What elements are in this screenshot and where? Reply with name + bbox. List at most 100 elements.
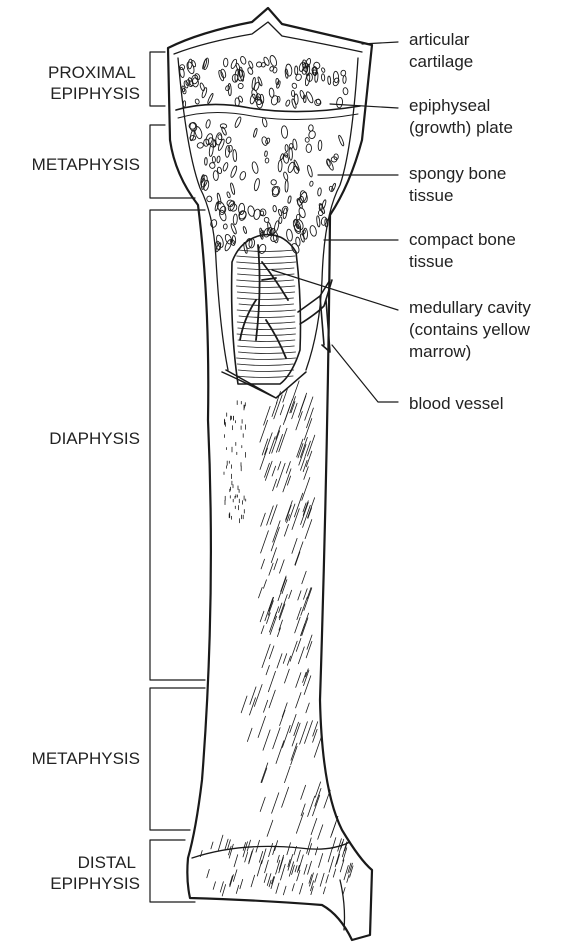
trabecula bbox=[253, 128, 258, 138]
distal-stroke bbox=[315, 874, 318, 883]
trabecula bbox=[217, 156, 221, 163]
bracket-metaphysis-upper bbox=[150, 125, 195, 198]
trabecula bbox=[277, 96, 280, 102]
marrow-stroke bbox=[238, 250, 295, 252]
distal-stroke bbox=[271, 877, 275, 889]
shading-stroke bbox=[285, 669, 290, 683]
shading-stroke bbox=[302, 618, 308, 636]
distal-stroke bbox=[220, 882, 223, 892]
distal-stroke bbox=[222, 885, 225, 897]
trabecula bbox=[321, 199, 326, 209]
distal-stroke bbox=[213, 882, 215, 890]
marrow-stroke bbox=[239, 304, 294, 306]
marrow-stroke bbox=[238, 328, 296, 330]
shading-stroke bbox=[274, 559, 278, 570]
trabecula bbox=[336, 97, 343, 108]
shading-stroke bbox=[284, 524, 288, 536]
trabecula bbox=[206, 196, 212, 203]
shading-stroke bbox=[276, 426, 281, 440]
shading-stroke bbox=[289, 590, 292, 598]
trabecula bbox=[196, 142, 204, 149]
trabecula bbox=[223, 224, 227, 229]
trabecula bbox=[285, 145, 288, 152]
shading-stroke bbox=[298, 647, 304, 664]
trabecula bbox=[222, 162, 229, 172]
shading-stroke bbox=[294, 493, 302, 517]
label-metaphysis-lower: METAPHYSIS bbox=[32, 749, 140, 768]
shading-stroke bbox=[296, 693, 301, 708]
trabecula bbox=[262, 117, 268, 127]
distal-stroke bbox=[283, 886, 286, 895]
shading-stroke bbox=[250, 687, 256, 705]
label-epiphyseal-plate: epiphyseal (growth) plate bbox=[409, 96, 513, 137]
blood-vessel-drawing bbox=[298, 280, 332, 352]
trabecula bbox=[194, 126, 204, 140]
distal-stroke bbox=[287, 843, 291, 855]
trabecula bbox=[295, 237, 300, 246]
trabecula bbox=[295, 66, 298, 75]
trabecula bbox=[269, 55, 278, 67]
shading-stroke bbox=[296, 638, 301, 651]
shading-stroke bbox=[263, 730, 270, 750]
distal-stroke bbox=[320, 873, 324, 886]
shading-stroke bbox=[296, 673, 301, 688]
shading-stroke bbox=[273, 728, 280, 749]
trabecula bbox=[291, 83, 297, 90]
shading-stroke bbox=[272, 402, 277, 416]
label-compact-bone-tissue: compact bone tissue bbox=[409, 230, 521, 271]
shading-stroke bbox=[272, 793, 279, 813]
trabecula bbox=[195, 99, 200, 105]
trabecula bbox=[278, 209, 282, 216]
leader-blood-vessel bbox=[332, 345, 398, 402]
shading-stroke bbox=[267, 506, 274, 525]
trabecula bbox=[243, 226, 248, 234]
shading-stroke bbox=[259, 587, 263, 598]
marrow-stroke bbox=[237, 376, 294, 378]
label-blood-vessel: blood vessel bbox=[409, 394, 504, 413]
trabecula bbox=[186, 61, 196, 75]
distal-stroke bbox=[233, 870, 237, 882]
trabecula bbox=[298, 207, 306, 218]
distal-stroke bbox=[262, 849, 267, 864]
shading-stroke bbox=[302, 478, 310, 501]
distal-stroke bbox=[326, 875, 329, 883]
distal-stroke bbox=[277, 855, 279, 862]
shading-stroke bbox=[266, 665, 269, 674]
shading-stroke bbox=[283, 654, 286, 664]
shading-stroke bbox=[282, 725, 290, 747]
label-proximal-epiphysis: PROXIMAL EPIPHYSIS bbox=[48, 63, 140, 103]
trabecula bbox=[273, 205, 277, 212]
shading-stroke bbox=[313, 729, 318, 742]
trabecula bbox=[269, 66, 274, 72]
trabecula bbox=[251, 161, 259, 174]
shading-stroke bbox=[301, 597, 307, 615]
shading-stroke bbox=[297, 607, 301, 619]
trabecula bbox=[230, 165, 238, 178]
trabecula bbox=[247, 205, 255, 217]
distal-stroke bbox=[240, 879, 243, 888]
distal-stroke bbox=[304, 864, 307, 874]
left-labels: PROXIMAL EPIPHYSIS METAPHYSIS DIAPHYSIS … bbox=[32, 63, 140, 893]
label-diaphysis: DIAPHYSIS bbox=[49, 429, 140, 448]
trabecula bbox=[235, 63, 240, 71]
trabecula bbox=[225, 136, 231, 144]
trabecula bbox=[289, 148, 293, 161]
shading-stroke bbox=[314, 738, 321, 758]
distal-stroke bbox=[251, 875, 255, 887]
spongy-bone-texture-metaphysis bbox=[188, 116, 344, 254]
shading-stroke bbox=[270, 505, 277, 525]
shading-stroke bbox=[262, 768, 267, 783]
distal-stroke bbox=[338, 839, 342, 851]
trabecula bbox=[226, 192, 230, 199]
distal-stroke bbox=[328, 847, 332, 862]
trabecula bbox=[305, 58, 312, 68]
shading-stroke bbox=[272, 431, 280, 454]
shading-stroke bbox=[269, 646, 274, 659]
distal-stroke bbox=[295, 866, 297, 872]
distal-epiphysis-hatching bbox=[200, 835, 353, 896]
shading-stroke bbox=[269, 597, 274, 611]
trabecula bbox=[271, 185, 281, 197]
distal-condyle-line bbox=[192, 842, 350, 930]
marrow-stroke bbox=[237, 364, 293, 366]
shading-stroke bbox=[295, 552, 300, 566]
